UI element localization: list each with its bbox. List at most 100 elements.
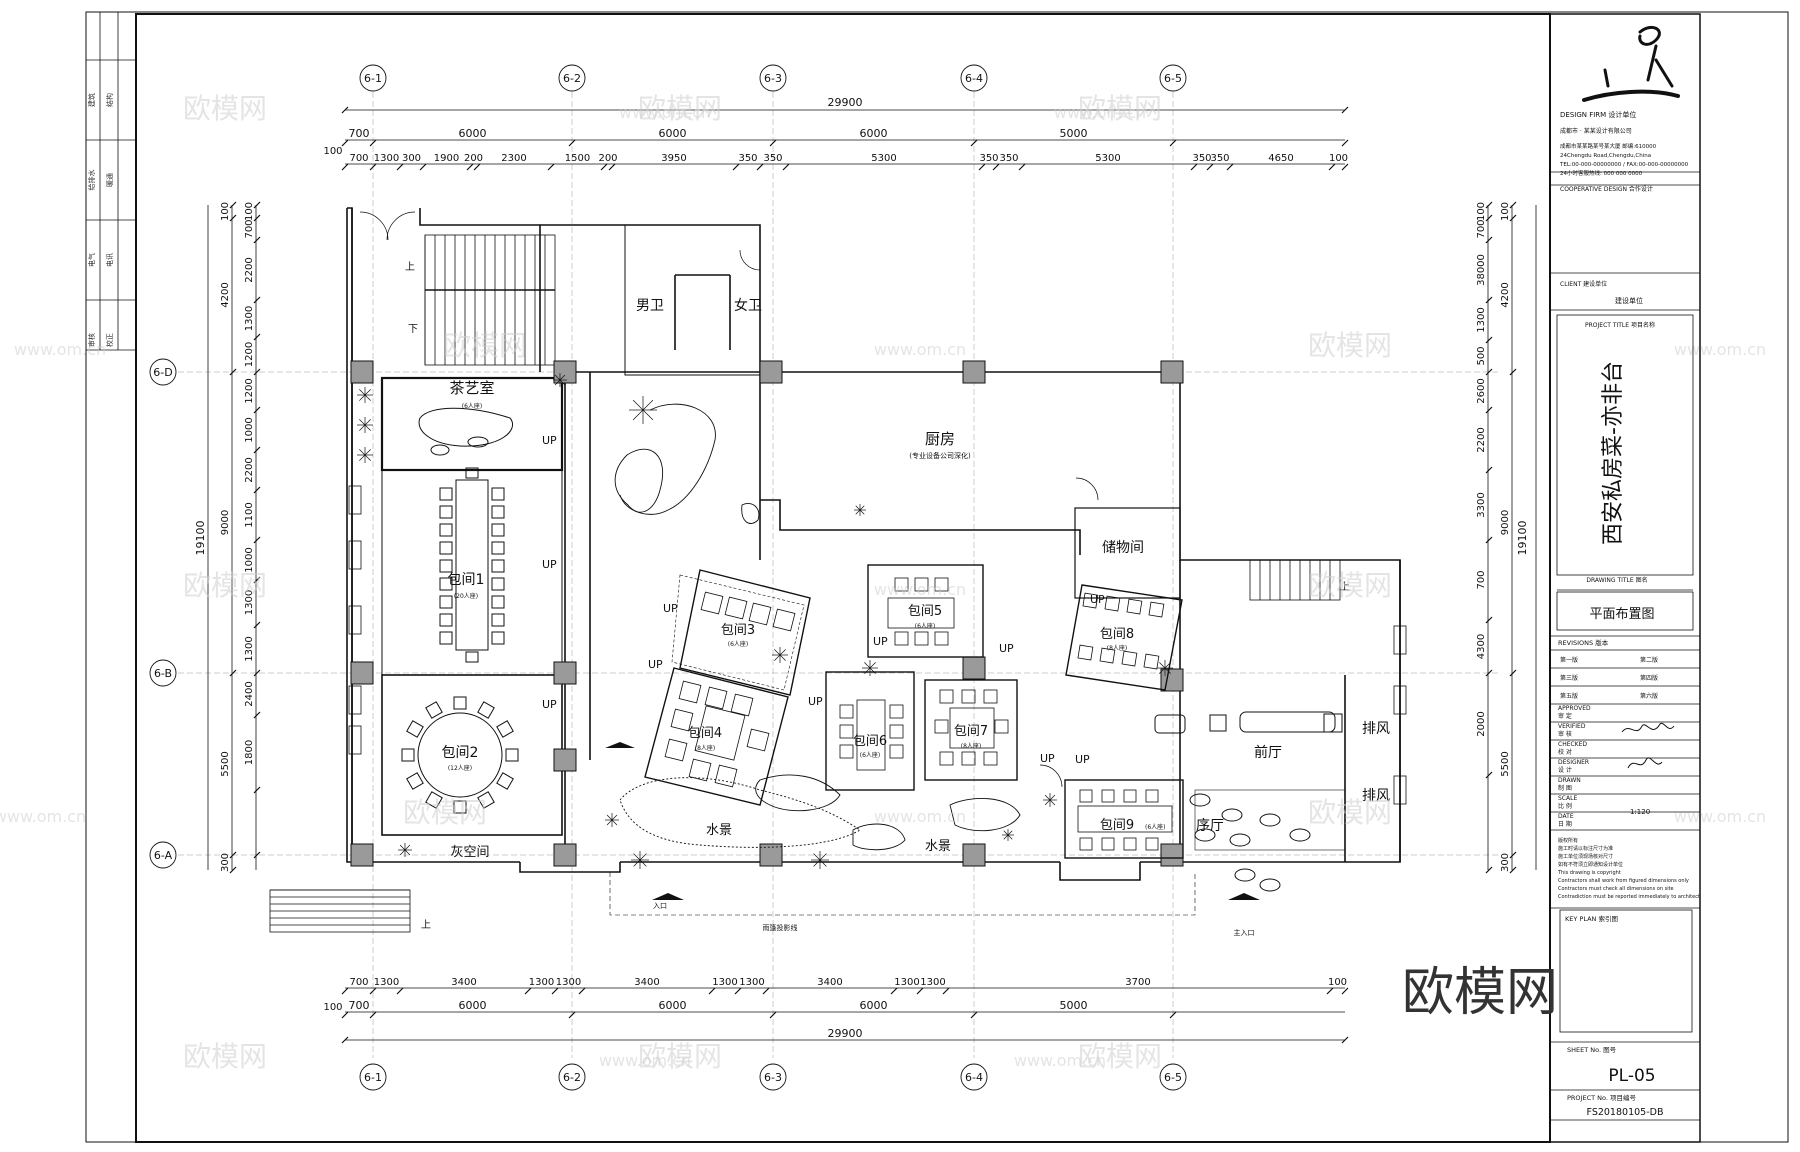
plant-leaf (404, 849, 411, 856)
dim-tick (1509, 866, 1517, 874)
plant (398, 843, 412, 857)
chair (1143, 653, 1160, 670)
dim-tick (369, 987, 377, 995)
wall-pilaster (348, 725, 362, 755)
dimension-label: 700 (349, 127, 370, 140)
dimension-label: 3300 (1476, 492, 1487, 517)
chair (439, 577, 453, 591)
firm-name: 成都市 · 某某设计有限公司 (1560, 127, 1632, 135)
dim-tick (769, 139, 777, 147)
chair (439, 613, 453, 627)
room9-box (1064, 779, 1184, 859)
revision-entry: 第五版 (1560, 692, 1578, 700)
chair (894, 631, 909, 646)
note-line: Contractors must check all dimensions on… (1558, 886, 1674, 892)
plant-leaf (364, 454, 371, 461)
plant-leaf (1164, 667, 1171, 674)
plant-leaf (1049, 799, 1056, 806)
plant-leaf (779, 654, 786, 661)
label-room2-sub: (12人座) (448, 764, 472, 772)
plant-leaf (1007, 834, 1013, 840)
grid-bubble-label: 6-A (154, 849, 173, 862)
chair (491, 523, 505, 537)
dimension-label: 4200 (1500, 282, 1511, 307)
chair (1079, 837, 1093, 851)
plant (357, 387, 373, 403)
sheet-no: PL-05 (1608, 1066, 1655, 1086)
grid-bubble-label: 6-4 (965, 1071, 983, 1084)
structural-column (759, 843, 783, 867)
sheet-no-label: SHEET No. 图号 (1567, 1046, 1617, 1054)
plant-leaf (559, 379, 566, 386)
dimension-label: 4200 (220, 282, 231, 307)
plant-leaf (364, 449, 371, 456)
role-label-cn: 审 核 (1558, 730, 1572, 738)
plant (811, 851, 829, 869)
label-main-entrance: 主入口 (1234, 928, 1255, 937)
label-exhaust2: 排风 (1362, 788, 1390, 804)
grid-bubble-label: 6-1 (364, 1071, 382, 1084)
dim-tick (1485, 336, 1493, 344)
revision-entry: 第四版 (1640, 674, 1658, 682)
dim-tick (1485, 669, 1493, 677)
dim-tick (970, 139, 978, 147)
stamp-label: 结构 (105, 93, 114, 107)
grid-bubble (759, 64, 787, 92)
dimension-label: 38000 (1476, 254, 1487, 286)
dim-tick (1509, 214, 1517, 222)
watermark: 欧模网 (1078, 92, 1162, 125)
label-room8-sub: (8人座) (1107, 644, 1128, 652)
dim-tick (1485, 368, 1493, 376)
plant-leaf (869, 662, 876, 669)
dimension-label: 9000 (220, 510, 231, 535)
dimension-label: 1100 (244, 502, 255, 527)
grid-bubble-label: 6-5 (1164, 72, 1182, 85)
dim-tick (608, 163, 616, 171)
structural-column (553, 661, 577, 685)
structural-column (553, 843, 577, 867)
chair (934, 631, 949, 646)
label-room4-sub: (8人座) (695, 744, 716, 752)
watermark: 欧模网 (183, 569, 267, 602)
dim-tick (1341, 139, 1349, 147)
dimension-label: 2200 (1476, 427, 1487, 452)
chair (1148, 601, 1165, 618)
chair (678, 680, 702, 704)
chair (1123, 837, 1137, 851)
plant-leaf (364, 424, 371, 431)
dimension-label: 100 (323, 146, 342, 157)
watermark: 欧模网 (183, 1040, 267, 1073)
chair (401, 748, 415, 762)
chair (439, 559, 453, 573)
dimension-lines (207, 109, 1537, 1041)
plant-leaf (813, 859, 821, 867)
tea-table (418, 407, 513, 456)
entry-stair (269, 889, 411, 933)
plant-leaf (632, 409, 644, 421)
grid-bubble (149, 358, 177, 386)
chair (491, 559, 505, 573)
watermark: 欧模网 (1308, 796, 1392, 829)
grid-bubble-label: 6-2 (563, 1071, 581, 1084)
building-walls (346, 207, 1401, 881)
entrance-arrows (605, 742, 1260, 900)
chair (939, 689, 954, 704)
dim-tick (547, 163, 555, 171)
dim-tick (1509, 201, 1517, 209)
chair (491, 541, 505, 555)
grid-bubble (1159, 64, 1187, 92)
dim-tick (341, 139, 349, 147)
chair (1101, 837, 1115, 851)
chair (1079, 789, 1093, 803)
plant (1157, 660, 1173, 676)
dimension-label: 1200 (244, 342, 255, 367)
label-room3: 包间3 (721, 623, 755, 638)
drawing-label: DRAWING TITLE 图名 (1586, 576, 1647, 584)
dimension-label: 1300 (1476, 307, 1487, 332)
watermark: 欧模网 (1078, 1040, 1162, 1073)
canopy-projection-line (609, 872, 1196, 916)
dimension-label: 2600 (1476, 378, 1487, 403)
project-no-label: PROJECT No. 项目编号 (1567, 1093, 1637, 1102)
chair (730, 693, 754, 717)
